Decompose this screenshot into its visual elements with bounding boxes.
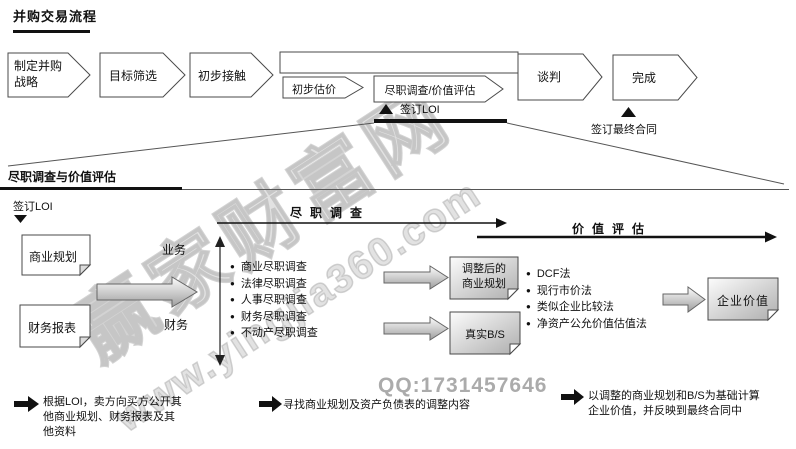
due-diligence-item: 法律尽职调查 (240, 277, 307, 290)
due-diligence-item: 人事尽职调查 (240, 294, 307, 306)
list-item: ● 商业尽职调查 (230, 259, 318, 276)
valuation-methods-list: ● DCF法 ● 现行市价法 ● 类似企业比较法 ● 净资产公允价值估值法 (526, 266, 647, 332)
list-item: ● 法律尽职调查 (230, 276, 318, 293)
list-item: ● 类似企业比较法 (526, 299, 647, 316)
page-title: 并购交易流程 (13, 9, 98, 24)
flow-phase-container (279, 51, 519, 74)
output-label-adjusted-plan: 调整后的商业规划 (462, 263, 506, 290)
loi-marker-icon (379, 104, 393, 114)
final-contract-marker-icon (621, 107, 636, 117)
bullet-icon: ● (230, 262, 235, 271)
footnote-2: 寻找商业规划及资产负债表的调整内容 (283, 399, 470, 411)
flow-step-shape-contact (189, 52, 274, 98)
expand-line-right (506, 122, 785, 185)
flow-step-screening: 目标筛选 (108, 69, 157, 83)
bullet-icon: ● (526, 302, 531, 311)
list-item: ● 净资产公允价值估值法 (526, 316, 647, 333)
footnote-1: 根据LOI，卖方向买方公开其他商业规划、财务报表及其他资料 (43, 396, 182, 438)
doc-box-business-plan-fold (79, 264, 92, 277)
flow-substep-shape-estimate (282, 76, 364, 99)
flow-step-shape-strategy (7, 52, 91, 98)
note-box-enterprise-value-fold (767, 309, 780, 322)
list-item: ● 财务尽职调查 (230, 309, 318, 326)
final-contract-label: 签订最终合同 (591, 124, 657, 136)
flow-step-shape-screening (99, 52, 186, 98)
expand-line-left (7, 122, 375, 167)
due-diligence-arrowhead-icon (496, 218, 507, 228)
due-diligence-item: 不动产尽职调查 (240, 327, 318, 339)
bullet-icon: ● (526, 285, 531, 295)
axis-label-finance: 财务 (164, 318, 189, 332)
phase-label-due-diligence: 尽职调查 (290, 206, 371, 220)
list-item: ● DCF法 (526, 266, 647, 283)
bullet-icon: ● (230, 311, 235, 321)
axis-label-business: 业务 (162, 243, 187, 257)
due-diligence-item: 商业尽职调查 (240, 261, 307, 273)
title-underline (13, 30, 90, 33)
valuation-method-item: 类似企业比较法 (536, 301, 614, 313)
note-arrow-icon-2 (259, 396, 282, 412)
note-box-true-bs-fold (509, 343, 522, 356)
flow-step-strategy: 制定并购战略 (14, 59, 63, 89)
flow-step-complete: 完成 (631, 71, 656, 85)
loi-down-marker-icon (14, 215, 27, 223)
detail-loi-label: 签订LOI (13, 201, 53, 213)
result-label-enterprise-value: 企业价值 (716, 294, 769, 308)
bullet-icon: ● (526, 269, 531, 278)
valuation-method-item: 现行市价法 (536, 284, 592, 297)
list-item: ● 现行市价法 (526, 283, 647, 300)
flow-substep-shape-duediligence (373, 75, 504, 103)
detail-section-title: 尽职调查与价值评估 (8, 170, 117, 184)
due-diligence-item: 财务尽职调查 (240, 310, 307, 323)
valuation-method-item: 净资产公允价值估值法 (536, 317, 647, 330)
bullet-icon: ● (230, 278, 235, 288)
output-label-true-bs: 真实B/S (465, 329, 505, 341)
flow-substep-duediligence: 尽职调查/价值评估 (384, 85, 476, 97)
valuation-method-item: DCF法 (536, 268, 571, 280)
note-arrow-icon-1 (14, 396, 39, 412)
bullet-icon: ● (526, 318, 531, 328)
block-arrow-enterprise-value (662, 286, 706, 313)
flow-step-shape-complete (612, 54, 698, 101)
note-arrow-icon-3 (561, 389, 584, 405)
axis-arrowhead-down-icon (215, 355, 225, 366)
flow-step-negotiation: 谈判 (536, 70, 561, 84)
note-box-adjusted-plan-fold (507, 288, 520, 301)
bullet-icon: ● (230, 328, 235, 337)
block-arrow-true-bs (383, 316, 449, 341)
flow-substep-estimate: 初步估价 (292, 84, 336, 96)
flow-step-shape-negotiation (517, 53, 603, 101)
block-arrow-inputs (96, 276, 198, 308)
loi-marker-label: 签订LOI (400, 104, 440, 116)
bullet-icon: ● (230, 295, 235, 304)
due-diligence-list: ● 商业尽职调查 ● 法律尽职调查 ● 人事尽职调查 ● 财务尽职调查 ● 不动产尽职调查 (230, 259, 318, 342)
axis-arrowhead-up-icon (215, 236, 225, 247)
phase-label-valuation: 价值评估 (572, 222, 653, 236)
doc-label-financial-statements: 财务报表 (27, 321, 76, 335)
flow-step-contact: 初步接触 (197, 69, 246, 83)
valuation-arrowhead-icon (765, 231, 777, 243)
doc-box-financial-statements-fold (79, 336, 92, 349)
doc-label-business-plan: 商业规划 (28, 250, 77, 264)
list-item: ● 人事尽职调查 (230, 292, 318, 309)
list-item: ● 不动产尽职调查 (230, 325, 318, 342)
block-arrow-adjusted-plan (383, 265, 449, 290)
footnote-3: 以调整的商业规划和B/S为基础计算企业价值，并反映到最终合同中 (588, 390, 760, 417)
